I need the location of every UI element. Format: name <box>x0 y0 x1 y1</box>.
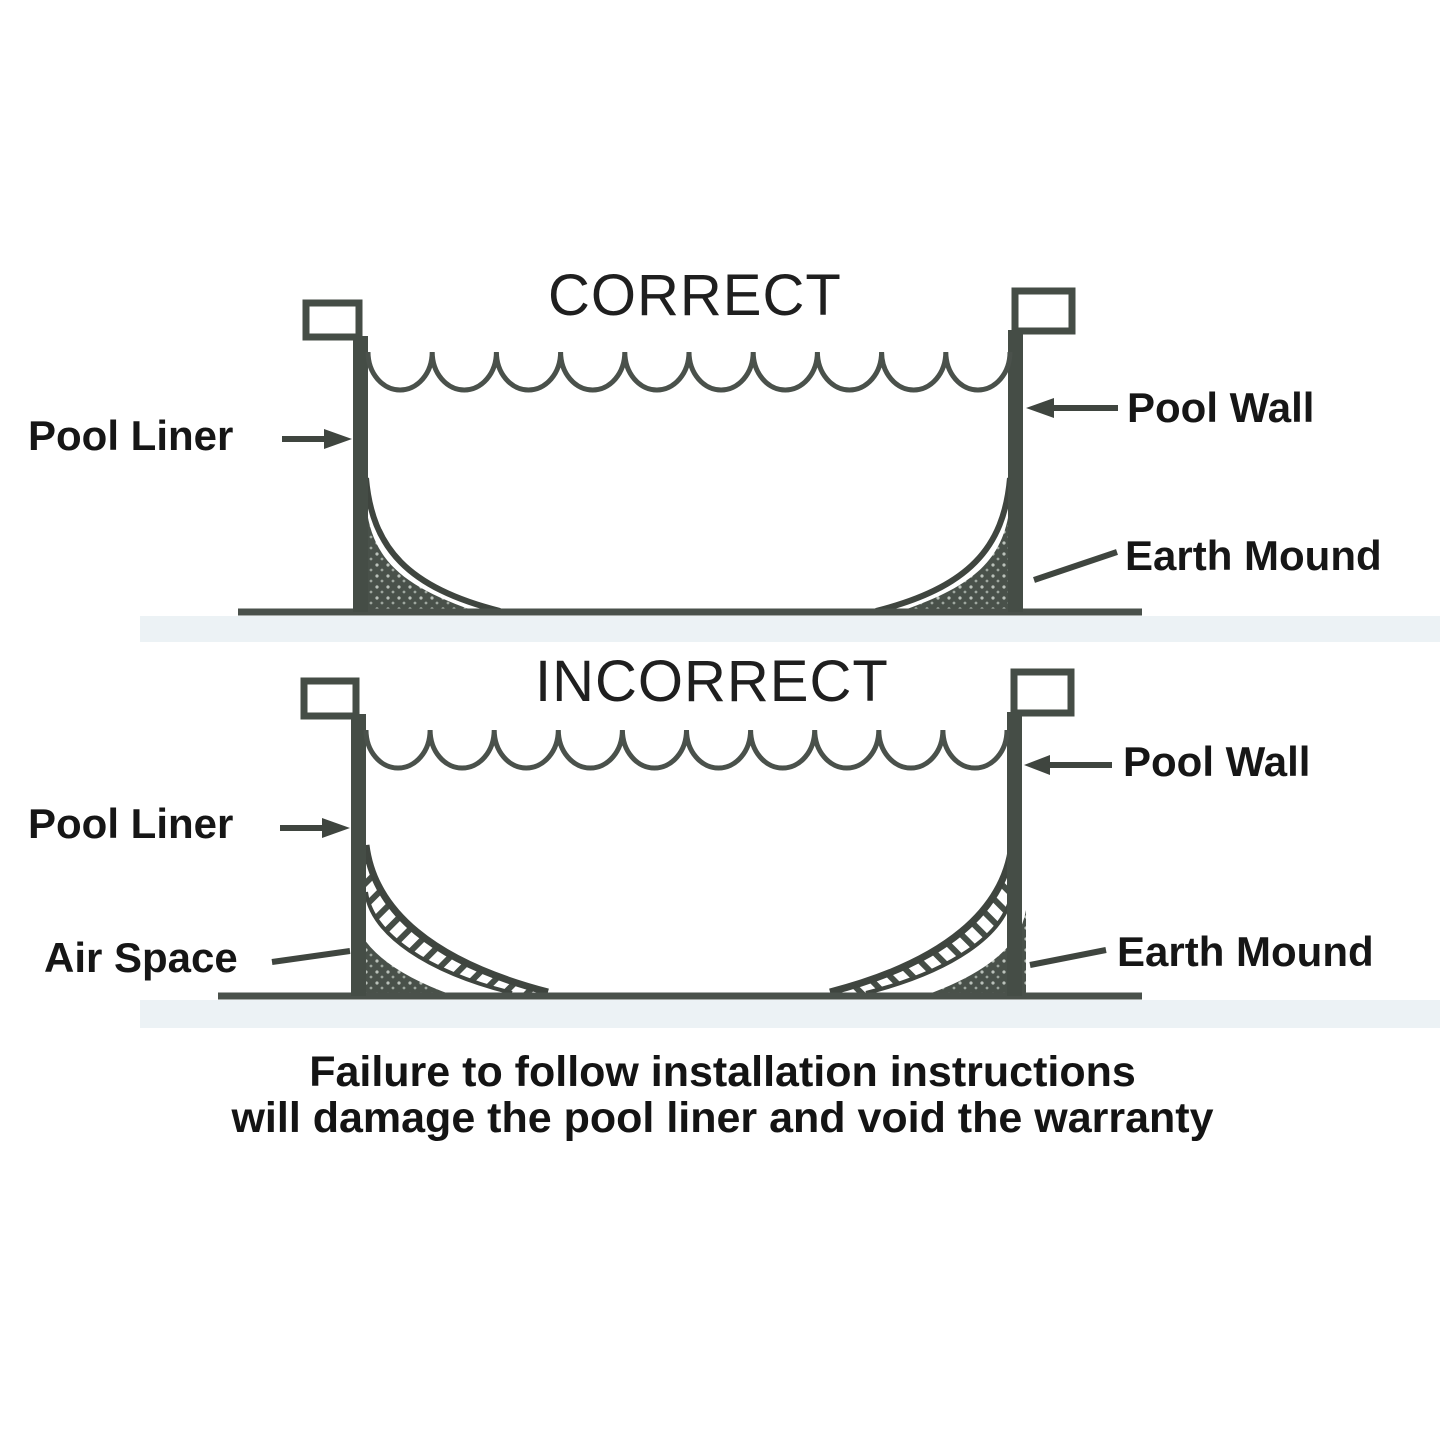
correct-pool-drawing <box>140 287 1440 642</box>
correct-pool-liner-label: Pool Liner <box>28 412 234 459</box>
correct-earth-mound-label: Earth Mound <box>1125 532 1382 579</box>
warning-caption-line-2: will damage the pool liner and void the … <box>231 1094 1214 1142</box>
pool-wall-left <box>353 336 368 612</box>
correct-pool-wall-label: Pool Wall <box>1127 384 1315 431</box>
water-surface <box>365 351 1013 393</box>
incorrect-air-space-label: Air Space <box>44 934 238 981</box>
pool-wall-left <box>351 714 366 996</box>
pool-wall-right <box>1008 330 1023 612</box>
ground-shadow-tint <box>140 1000 1440 1028</box>
pool-liner-curve-left <box>363 477 501 614</box>
earth-mound-left <box>352 910 452 996</box>
mound-face-curve-left <box>364 891 513 995</box>
pool-liner-curve-right <box>875 477 1013 614</box>
incorrect-pool-drawing <box>140 668 1440 1028</box>
pool-liner-curve-left <box>362 844 549 996</box>
warning-caption-line-1: Failure to follow installation instructi… <box>309 1048 1136 1096</box>
pool-wall-arrow <box>1026 398 1118 418</box>
incorrect-pool-wall-label: Pool Wall <box>1123 738 1311 785</box>
pool-wall-arrow <box>1024 755 1112 775</box>
earth-mound-left <box>366 505 472 610</box>
earth-mound-leader-line <box>1029 947 1107 968</box>
incorrect-earth-mound-label: Earth Mound <box>1117 928 1374 975</box>
water-surface <box>363 729 1010 771</box>
ground-shadow-tint <box>140 616 1440 642</box>
pool-liner-arrow <box>280 818 350 838</box>
earth-mound-right <box>926 910 1026 996</box>
pool-liner-arrow <box>282 429 352 449</box>
top-rail-cap-right <box>1011 287 1076 335</box>
earth-mound-right <box>904 505 1010 610</box>
incorrect-pool-liner-label: Pool Liner <box>28 800 234 847</box>
top-rail-cap-right <box>1010 668 1075 717</box>
pool-liner-curve-right <box>829 844 1016 996</box>
air-space-leader-line <box>271 948 351 965</box>
top-rail-cap-left <box>300 677 360 720</box>
incorrect-title: INCORRECT <box>535 649 889 714</box>
correct-title: CORRECT <box>548 263 842 328</box>
pool-wall-right <box>1007 712 1022 996</box>
top-rail-cap-left <box>302 299 363 341</box>
earth-mound-leader-line <box>1033 549 1118 583</box>
